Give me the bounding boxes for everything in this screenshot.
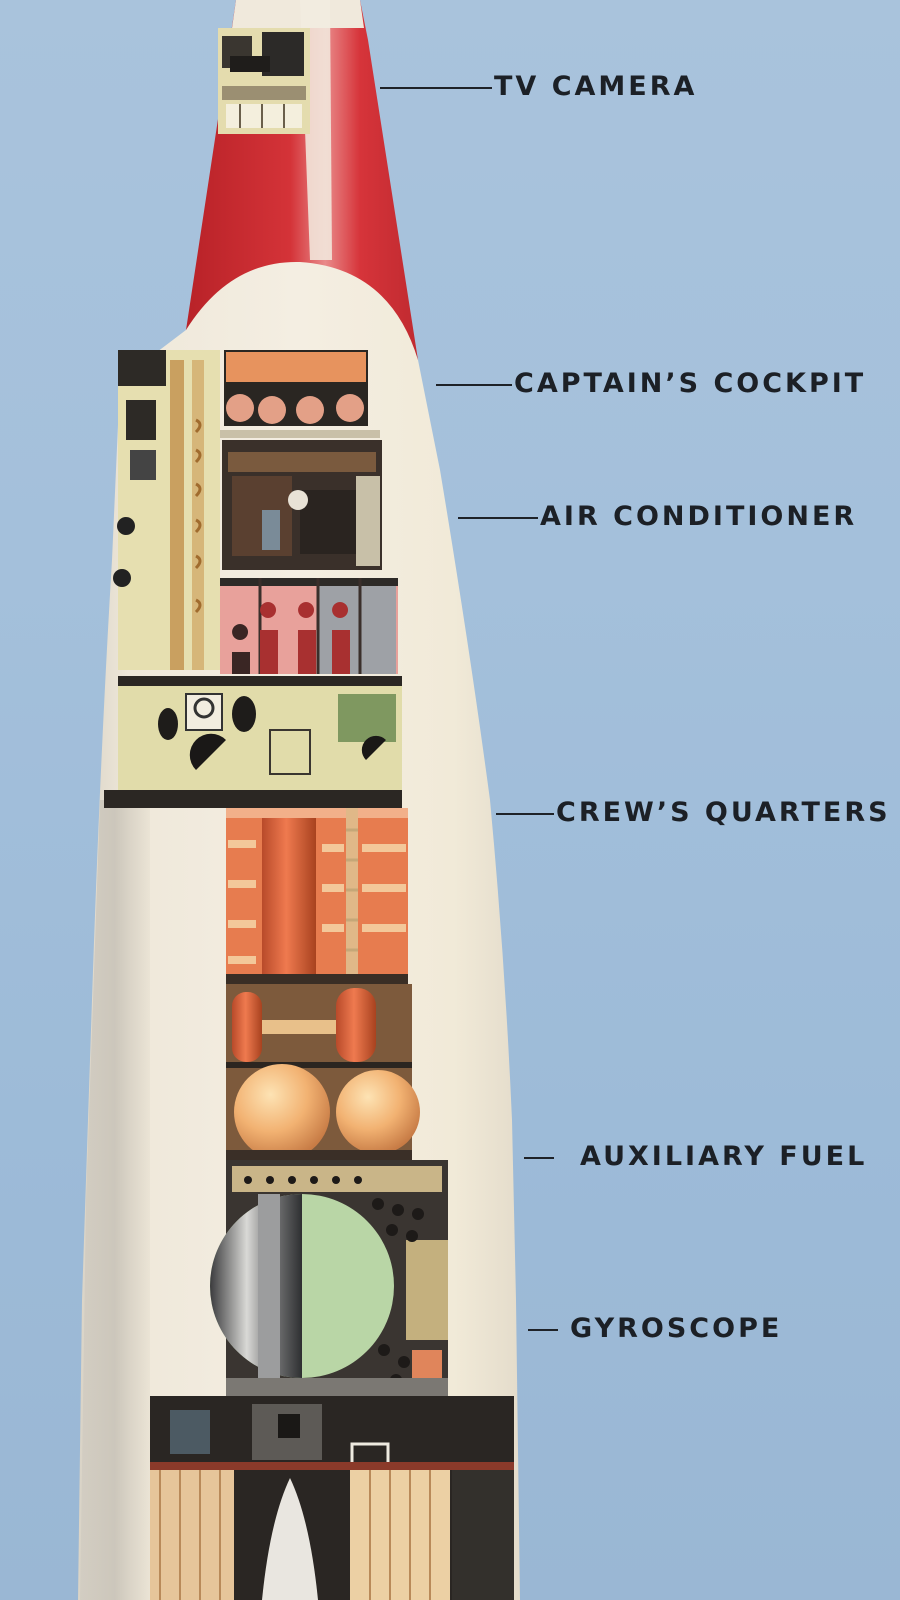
label-crews-quarters: CREW’S QUARTERS (556, 797, 891, 828)
gyroscope-section (210, 1160, 448, 1396)
auxiliary-fuel-section (226, 984, 420, 1160)
leader-line (436, 384, 512, 386)
label-tv-camera: TV CAMERA (494, 71, 698, 102)
label-captains-cockpit: CAPTAIN’S COCKPIT (514, 368, 867, 399)
tv-camera-bay (218, 28, 310, 134)
hull-shadow-streak (80, 800, 150, 1600)
leader-line (496, 813, 554, 815)
engine-bay (150, 1396, 514, 1600)
label-auxiliary-fuel: AUXILIARY FUEL (580, 1141, 868, 1172)
crews-quarters-upper (118, 578, 402, 686)
leader-line (524, 1157, 554, 1159)
leader-line (380, 87, 492, 89)
leader-line (528, 1329, 558, 1331)
leader-line (458, 517, 538, 519)
crews-quarters-lower (104, 686, 402, 808)
air-conditioner-section (222, 440, 382, 570)
label-gyroscope: GYROSCOPE (570, 1313, 783, 1344)
label-air-conditioner: AIR CONDITIONER (540, 501, 858, 532)
cockpit-section (113, 350, 380, 670)
crews-bunks (226, 808, 408, 984)
